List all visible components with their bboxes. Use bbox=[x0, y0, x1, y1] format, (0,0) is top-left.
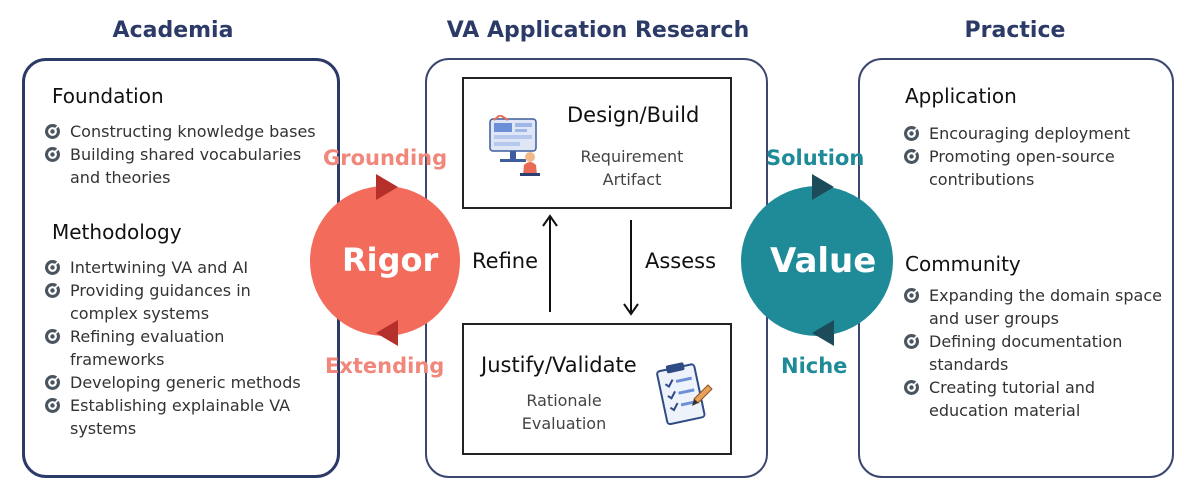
bullet-target-icon bbox=[904, 380, 919, 395]
bullet-text-line: Constructing knowledge bases bbox=[70, 122, 316, 141]
solution-label: Solution bbox=[766, 146, 865, 170]
bullet-target-icon bbox=[45, 329, 60, 344]
bullet-target-icon bbox=[45, 283, 60, 298]
bullet-target-icon bbox=[45, 124, 60, 139]
bullet-text-line: Creating tutorial and bbox=[929, 378, 1096, 397]
bullet-target-icon bbox=[904, 288, 919, 303]
justify-validate-box: Justify/Validate Rationale Evaluation bbox=[462, 323, 732, 455]
justify-validate-title: Justify/Validate bbox=[481, 353, 637, 377]
bullet-text-line: frameworks bbox=[70, 350, 165, 369]
bullet-text-line: Promoting open-source bbox=[929, 147, 1115, 166]
design-build-title: Design/Build bbox=[567, 103, 700, 127]
bullet-text-line: complex systems bbox=[70, 304, 210, 323]
bullet-text-line: contributions bbox=[929, 170, 1035, 189]
practice-title: Practice bbox=[964, 18, 1066, 43]
bullet-target-icon bbox=[45, 147, 60, 162]
bullet-text-line: Providing guidances in bbox=[70, 281, 251, 300]
academia-panel bbox=[22, 58, 340, 478]
bullet-target-icon bbox=[904, 149, 919, 164]
bullet-text-line: and user groups bbox=[929, 309, 1059, 328]
bullet-item: Building shared vocabularies and theories bbox=[44, 143, 334, 189]
design-build-box: Design/Build Requirement Artifact bbox=[462, 77, 732, 209]
bullet-text-line: systems bbox=[70, 419, 137, 438]
refine-label: Refine bbox=[472, 249, 539, 273]
bullet-target-icon bbox=[904, 334, 919, 349]
bullet-text-line: Refining evaluation bbox=[70, 327, 225, 346]
extending-label: Extending bbox=[325, 354, 445, 378]
bullet-item: Creating tutorial and education material bbox=[903, 376, 1171, 422]
bullet-text-line: Building shared vocabularies bbox=[70, 145, 302, 164]
clipboard-checklist-icon bbox=[656, 362, 713, 426]
application-heading: Application bbox=[905, 84, 1017, 108]
bullet-item: Providing guidances in complex systems bbox=[44, 279, 334, 325]
methodology-list: Intertwining VA and AI Providing guidance… bbox=[44, 256, 334, 440]
bullet-text-line: Defining documentation bbox=[929, 332, 1123, 351]
designer-at-computer-icon bbox=[489, 115, 540, 176]
grounding-label: Grounding bbox=[323, 146, 448, 170]
community-list: Expanding the domain space and user group… bbox=[903, 284, 1171, 422]
bullet-text-line: education material bbox=[929, 401, 1081, 420]
bullet-item: Developing generic methods bbox=[44, 371, 334, 394]
rigor-circle bbox=[310, 186, 460, 336]
bullet-text-line: Intertwining VA and AI bbox=[70, 258, 249, 277]
bullet-text-line: standards bbox=[929, 355, 1009, 374]
research-title: VA Application Research bbox=[446, 18, 750, 43]
academia-title: Academia bbox=[112, 18, 234, 43]
design-build-sub-artifact: Artifact bbox=[602, 170, 662, 189]
bullet-text-line: Establishing explainable VA bbox=[70, 396, 291, 415]
niche-label: Niche bbox=[781, 354, 848, 378]
bullet-item: Intertwining VA and AI bbox=[44, 256, 334, 279]
bullet-item: Promoting open-source contributions bbox=[903, 145, 1171, 191]
bullet-text-line: Developing generic methods bbox=[70, 373, 301, 392]
bullet-target-icon bbox=[45, 260, 60, 275]
methodology-heading: Methodology bbox=[52, 220, 182, 244]
value-cycle-arrows bbox=[812, 174, 834, 346]
justify-validate-sub-rationale: Rationale bbox=[526, 391, 602, 410]
bullet-target-icon bbox=[904, 126, 919, 141]
value-label: Value bbox=[770, 241, 877, 281]
rigor-label: Rigor bbox=[342, 241, 439, 279]
refine-arrow bbox=[542, 214, 558, 312]
bullet-item: Refining evaluation frameworks bbox=[44, 325, 334, 371]
bullet-item: Encouraging deployment bbox=[903, 122, 1171, 145]
bullet-item: Establishing explainable VA systems bbox=[44, 394, 334, 440]
bullet-item: Defining documentation standards bbox=[903, 330, 1171, 376]
bullet-text-line: and theories bbox=[70, 168, 171, 187]
bullet-target-icon bbox=[45, 398, 60, 413]
bullet-item: Expanding the domain space and user group… bbox=[903, 284, 1171, 330]
justify-validate-sub-evaluation: Evaluation bbox=[521, 414, 607, 433]
bullet-item: Constructing knowledge bases bbox=[44, 120, 334, 143]
design-build-sub-requirement: Requirement bbox=[580, 147, 684, 166]
community-heading: Community bbox=[905, 252, 1021, 276]
rigor-cycle-arrows bbox=[376, 174, 398, 346]
bullet-text-line: Encouraging deployment bbox=[929, 124, 1131, 143]
bullet-text-line: Expanding the domain space bbox=[929, 286, 1162, 305]
bullet-target-icon bbox=[45, 375, 60, 390]
assess-arrow bbox=[623, 220, 639, 316]
assess-label: Assess bbox=[645, 249, 717, 273]
foundation-heading: Foundation bbox=[52, 84, 164, 108]
value-circle bbox=[741, 186, 893, 336]
